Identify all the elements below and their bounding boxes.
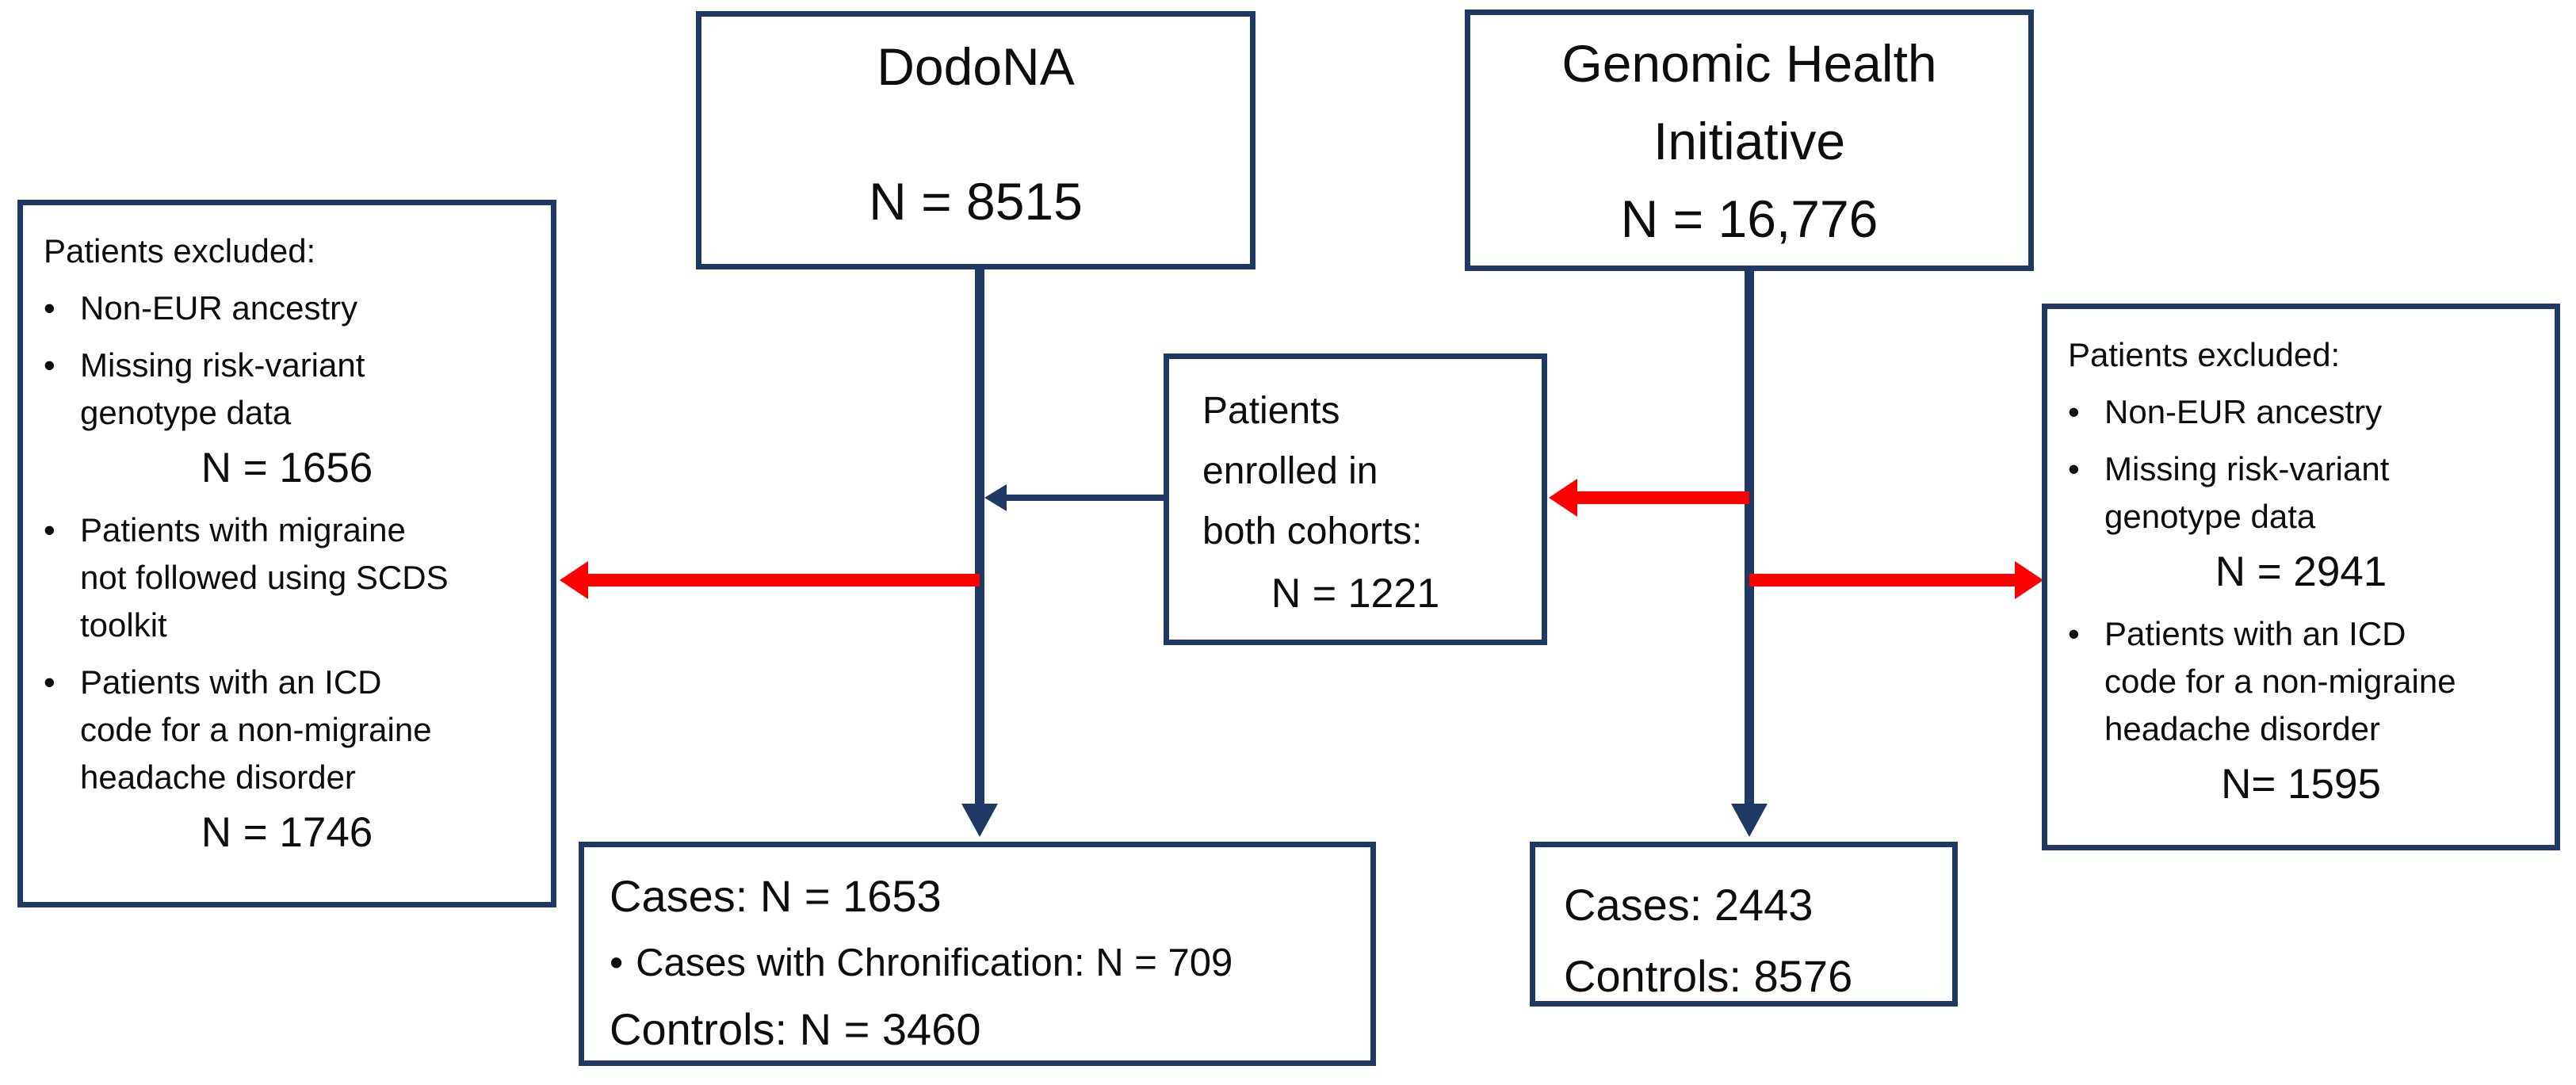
overlap-to-dodona-arrowhead-icon [984, 484, 1007, 511]
bullet-icon: • [44, 663, 55, 701]
ghi-cohort-n: N = 16,776 [1620, 189, 1878, 248]
bullet-icon: • [2068, 393, 2080, 430]
ghi-cohort-title: Genomic Health Initiative [1561, 34, 1937, 170]
outcome-line-text: Cases: N = 1653 [610, 871, 942, 921]
outcome-line-text: Controls: N = 3460 [610, 1004, 981, 1054]
ghi-to-overlap-arrow-shaft [1576, 491, 1749, 504]
exclusion-item: • Patients with migraine not followed us… [44, 506, 530, 649]
exclusion-item-text: Patients with migraine not followed usin… [80, 511, 449, 644]
exclusion-item: • Missing risk-variant genotype data N =… [2068, 445, 2534, 601]
dodona-outcome-box: Cases: N = 1653 • Cases with Chronificat… [579, 842, 1376, 1066]
bullet-icon: • [2068, 450, 2080, 487]
ghi-outcome-box: Cases: 2443 Controls: 8576 [1530, 842, 1958, 1007]
overlap-box: Patients enrolled in both cohorts: N = 1… [1164, 353, 1547, 645]
exclusion-item-n: N= 1595 [2221, 761, 2381, 808]
dodona-exclusion-arrowhead-icon [560, 561, 588, 599]
outcome-line: Controls: N = 3460 [610, 996, 1345, 1063]
outcome-line: Cases: 2443 [1564, 869, 1924, 941]
ghi-flow-line [1745, 268, 1754, 805]
outcome-line: • Cases with Chronification: N = 709 [610, 930, 1345, 996]
dodona-cohort-title: DodoNA [877, 37, 1075, 96]
dodona-exclusion-box: Patients excluded: • Non-EUR ancestry • … [17, 200, 556, 907]
overlap-to-dodona-arrow-shaft [1005, 495, 1164, 501]
bullet-icon: • [2068, 615, 2080, 652]
dodona-flow-line [975, 266, 984, 805]
dodona-exclusion-arrow-shaft [587, 574, 980, 586]
outcome-line-text: Controls: 8576 [1564, 951, 1853, 1001]
ghi-exclusion-box: Patients excluded: • Non-EUR ancestry • … [2042, 304, 2560, 850]
dodona-cohort-box: DodoNA N = 8515 [696, 11, 1256, 269]
exclusion-item: • Non-EUR ancestry [2068, 388, 2534, 436]
exclusion-item-n: N = 1656 [201, 445, 373, 491]
exclusion-item-text: Missing risk-variant genotype data [80, 346, 365, 431]
exclusion-item-n: N = 1746 [201, 809, 373, 856]
exclusion-title: Patients excluded: [44, 232, 316, 269]
exclusion-item: • Patients with an ICD code for a non-mi… [2068, 610, 2534, 813]
outcome-line-text: Cases: 2443 [1564, 880, 1814, 930]
outcome-line-text: Cases with Chronification: N = 709 [636, 942, 1233, 984]
ghi-to-overlap-arrowhead-icon [1549, 479, 1577, 517]
exclusion-item-text: Patients with an ICD code for a non-migr… [80, 663, 432, 796]
exclusion-item: • Missing risk-variant genotype data N =… [44, 342, 530, 497]
exclusion-item: • Patients with an ICD code for a non-mi… [44, 659, 530, 862]
exclusion-item-n: N = 2941 [2215, 548, 2387, 595]
exclusion-item-text: Missing risk-variant genotype data [2104, 450, 2390, 535]
exclusion-item-text: Non-EUR ancestry [2104, 393, 2383, 430]
ghi-exclusion-arrow-shaft [1749, 574, 2015, 586]
exclusion-title: Patients excluded: [2068, 336, 2341, 373]
ghi-cohort-box: Genomic Health Initiative N = 16,776 [1465, 10, 2034, 271]
bullet-icon: • [610, 942, 624, 984]
ghi-flow-arrowhead-icon [1731, 804, 1768, 837]
outcome-line: Controls: 8576 [1564, 941, 1924, 1012]
bullet-icon: • [44, 511, 55, 548]
dodona-cohort-n: N = 8515 [869, 172, 1083, 231]
dodona-flow-arrowhead-icon [961, 804, 998, 837]
bullet-icon: • [44, 346, 55, 384]
overlap-n: N = 1221 [1271, 571, 1440, 617]
outcome-line: Cases: N = 1653 [610, 863, 1345, 930]
exclusion-item: • Non-EUR ancestry [44, 285, 530, 332]
bullet-icon: • [44, 289, 55, 327]
exclusion-item-text: Non-EUR ancestry [80, 289, 358, 327]
exclusion-item-text: Patients with an ICD code for a non-migr… [2104, 615, 2456, 747]
overlap-text: Patients enrolled in both cohorts: [1202, 390, 1423, 552]
ghi-exclusion-arrowhead-icon [2015, 561, 2043, 599]
